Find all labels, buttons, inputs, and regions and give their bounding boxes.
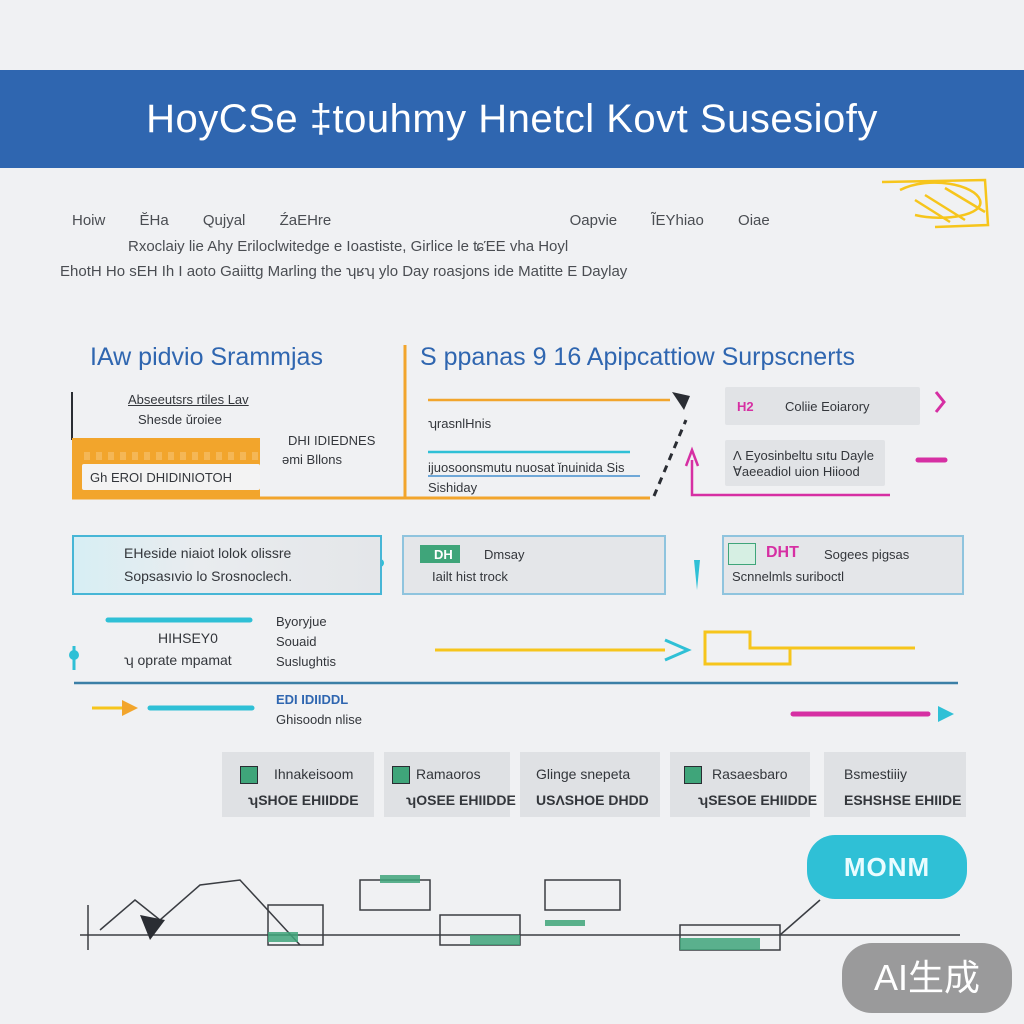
orange-bar-text: Gh EROI DHIDINIOTOH bbox=[90, 470, 233, 485]
row-card-2-badge-bg bbox=[420, 545, 460, 563]
tile-2-icon bbox=[392, 766, 410, 784]
left-panel-label-top: Abseeutsrs rtiles Lav bbox=[128, 392, 249, 407]
row-card-2-badge: DH bbox=[434, 547, 453, 562]
header-banner: HoyCSe ‡touhmy Hnetcl Kovt Susesiofy bbox=[0, 70, 1024, 168]
row-card-3-line2: Scnnelmls suriboctl bbox=[732, 569, 844, 584]
row-card-2-line2: Iailt hist trock bbox=[432, 569, 508, 584]
tile-3-line2: USΛSHOE DHDD bbox=[536, 792, 649, 808]
middle-panel-label-bot: Sishiday bbox=[428, 480, 478, 495]
header-text-row3: EhotH Ho sEH Ih I aoto Gaiittg Marling t… bbox=[60, 263, 628, 280]
right-card-2-line1: Ʌ Eyosinbeltu sıtu Dayle bbox=[733, 448, 874, 463]
row-card-1-line2: Sopsasıvio lo Srosnoclech. bbox=[124, 568, 293, 584]
orange-process-bar[interactable]: Gh EROI DHIDINIOTOH bbox=[72, 438, 260, 498]
right-card-2-line2: Ɐaeeadiol uion Hiiood bbox=[733, 464, 860, 479]
middle-panel-label-mid: ĳuosoonsmutu nuosat ǐnuinida Sis bbox=[428, 460, 625, 475]
header-text-row2: Rxoclaiy lie Ahy Eriloclwitedge e Ioasti… bbox=[128, 238, 569, 255]
flow-block-b-line2: Souaid bbox=[276, 634, 317, 649]
doc-icon bbox=[728, 543, 756, 565]
flow-block-a-line1: HIHSEY0 bbox=[158, 630, 218, 646]
row-card-3-badge: DHT bbox=[766, 544, 799, 561]
right-section-title: S ppanas 9 16 Apipcattiow Surpscnerts bbox=[420, 343, 855, 371]
row-card-3-line1: Sogees pigsas bbox=[824, 547, 910, 562]
tile-1-line2: ʮSHOE EHIIDDE bbox=[248, 792, 359, 808]
tile-4-line2: ʮSESOE EHIIDDE bbox=[698, 792, 818, 808]
tile-1-icon bbox=[240, 766, 258, 784]
tile-3[interactable]: Glinge snepeta USΛSHOE DHDD bbox=[520, 752, 660, 817]
flow-block-a-line2: ʮ oprate mpamat bbox=[124, 652, 232, 668]
left-panel-label-right-1: DHI IDIEDNES bbox=[288, 433, 376, 448]
page-title: HoyCSe ‡touhmy Hnetcl Kovt Susesiofy bbox=[146, 97, 878, 141]
tile-3-line1: Glinge snepeta bbox=[536, 766, 631, 782]
tile-5-line2: ESHSHSE EHIIDE bbox=[844, 792, 962, 808]
left-section-title: IAw pidvio Srammjas bbox=[90, 343, 323, 371]
right-card-2[interactable]: Ʌ Eyosinbeltu sıtu Dayle Ɐaeeadiol uion … bbox=[725, 440, 885, 486]
tile-4[interactable]: Rasaesbaro ʮSESOE EHIIDDE bbox=[670, 752, 817, 817]
tile-1-line1: Ihnakeisoom bbox=[274, 766, 354, 782]
tile-4-line1: Rasaesbaro bbox=[712, 766, 788, 782]
row-card-2-line1: Dmsay bbox=[484, 547, 525, 562]
left-panel-label-sub: Shesde ǔroiee bbox=[138, 412, 222, 427]
ai-generated-badge: AI生成 bbox=[842, 943, 1012, 1013]
tile-5[interactable]: Bsmestiiiy ESHSHSE EHIIDE bbox=[824, 752, 966, 817]
tile-2-line2: ʮOSEE EHIIDDE bbox=[406, 792, 516, 808]
flow-block-b-line3: Suslughtis bbox=[276, 654, 336, 669]
header-text-row1: Hoiw ĔHa Qujyal ŹaEHre Oapvie ĨEYhiao Oi… bbox=[72, 212, 770, 229]
right-card-1-number: H2 bbox=[737, 399, 754, 414]
right-card-1-text: Coliie Eoiarory bbox=[785, 399, 870, 414]
tile-2-line1: Ramaoros bbox=[416, 766, 481, 782]
flow-block-c-line1: EDI IDIIDDL bbox=[276, 692, 349, 707]
flow-block-c-line2: Ghisoodn nlise bbox=[276, 712, 362, 727]
right-card-1[interactable]: H2 Coliie Eoiarory bbox=[725, 387, 920, 425]
mono-button[interactable]: MONM bbox=[807, 835, 967, 899]
flow-block-b-line1: Byoryjue bbox=[276, 614, 327, 629]
tile-4-icon bbox=[684, 766, 702, 784]
row-card-1-line1: EHeside niaiot lolok olissre bbox=[124, 545, 292, 561]
left-panel-label-right-2: ǝmi Bllons bbox=[282, 452, 342, 467]
row-card-2[interactable]: DH Dmsay Iailt hist trock bbox=[402, 535, 666, 595]
tile-5-line1: Bsmestiiiy bbox=[844, 766, 908, 782]
row-card-3[interactable]: DHT Sogees pigsas Scnnelmls suriboctl bbox=[722, 535, 964, 595]
middle-panel-label-top: ʮrasnlHnis bbox=[428, 416, 492, 431]
tile-2[interactable]: Ramaoros ʮOSEE EHIIDDE bbox=[384, 752, 516, 817]
row-card-1[interactable]: EHeside niaiot lolok olissre Sopsasıvio … bbox=[72, 535, 382, 595]
tile-1[interactable]: Ihnakeisoom ʮSHOE EHIIDDE bbox=[222, 752, 374, 817]
